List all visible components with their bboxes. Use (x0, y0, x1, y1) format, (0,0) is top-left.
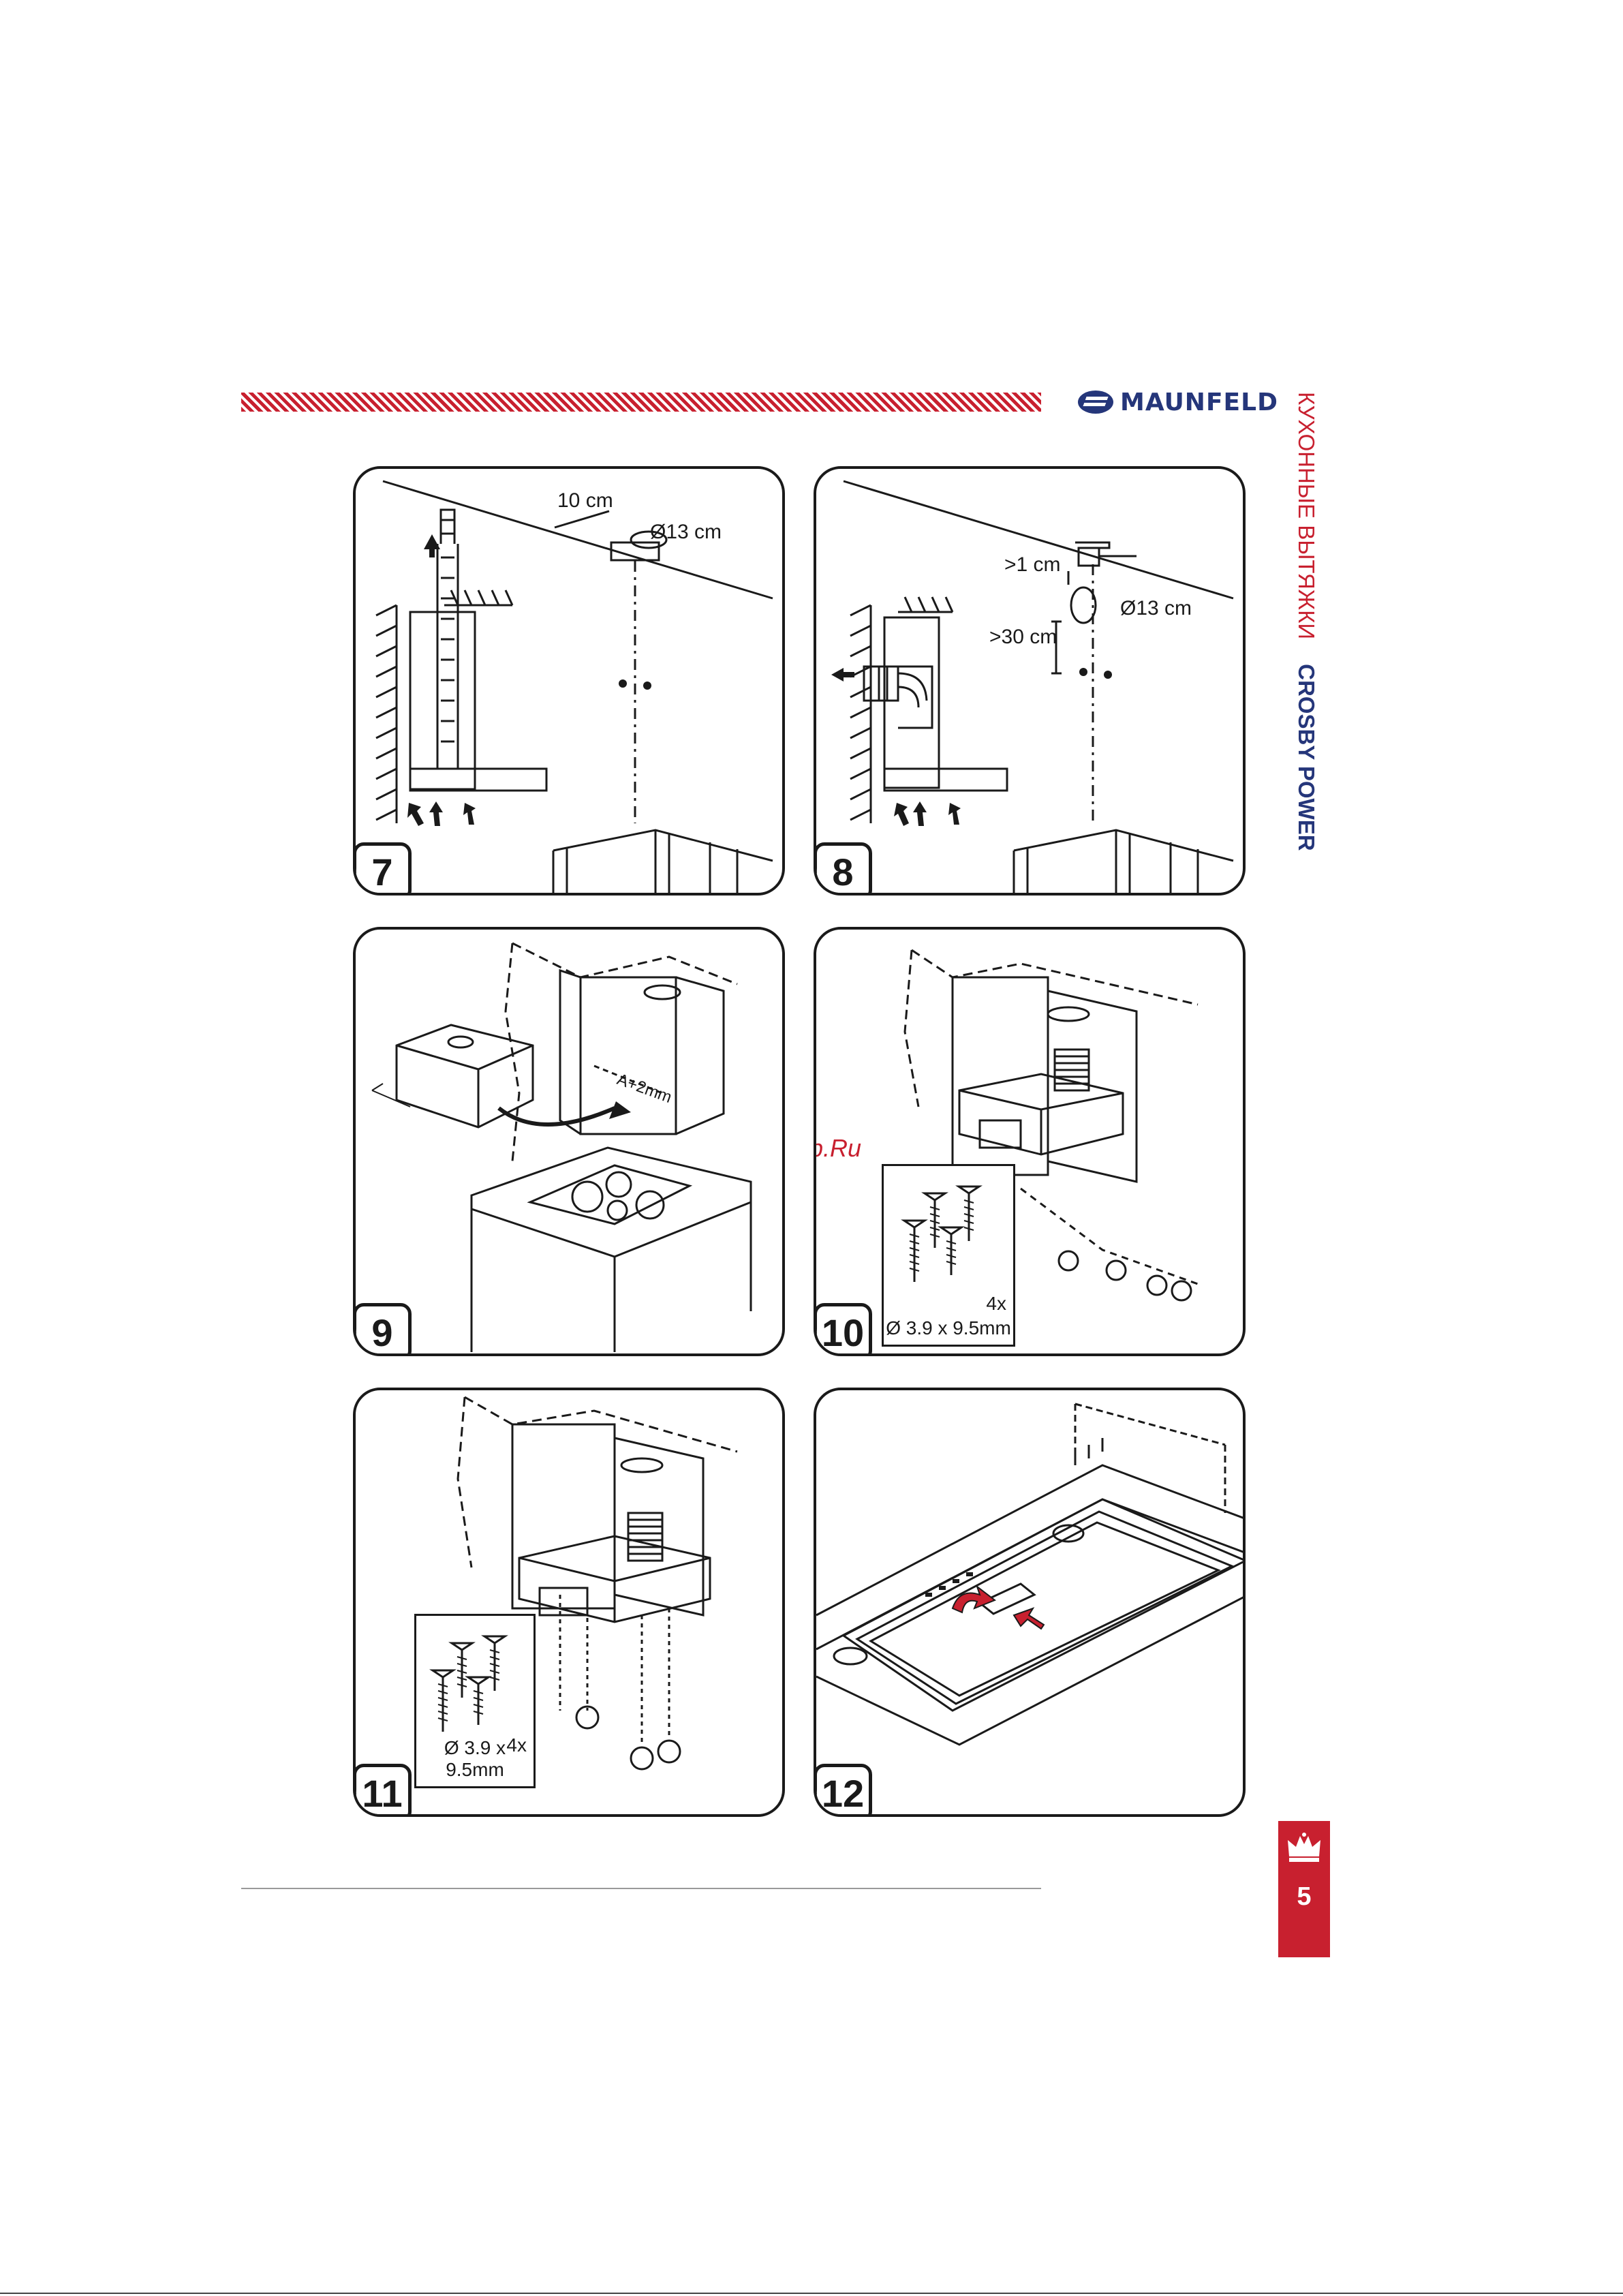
step-number: 12 (814, 1764, 872, 1817)
panel-step-10: McGrp.Ru 4x Ø 3.9 x 9.5mm 10 (814, 927, 1246, 1356)
category-label: КУХОННЫЕ ВЫТЯЖКИ (1294, 392, 1319, 639)
screw-pack-box: 4x Ø 3.9 x 9.5mm (414, 1614, 536, 1788)
step-number: 11 (353, 1764, 412, 1817)
label-gap-top: >1 cm (1004, 553, 1061, 576)
illustration-step-8: >1 cm Ø13 cm >30 cm (816, 469, 1246, 896)
step-number: 8 (814, 842, 872, 896)
screw-pack-box: 4x Ø 3.9 x 9.5mm (882, 1164, 1015, 1347)
header-hatch-bar (241, 393, 1041, 412)
panel-step-12: 12 (814, 1388, 1246, 1817)
screw-icon (884, 1166, 1013, 1302)
illustration-step-10 (816, 930, 1246, 1356)
crown-icon (1285, 1831, 1323, 1865)
label-distance: 10 cm (557, 489, 613, 512)
panel-step-8: >1 cm Ø13 cm >30 cm 8 (814, 466, 1246, 896)
side-title: КУХОННЫЕ ВЫТЯЖКИCROSBY POWER (1291, 392, 1321, 842)
screw-size: Ø 3.9 x 9.5mm (416, 1737, 534, 1781)
watermark: McGrp.Ru (814, 1134, 861, 1163)
illustration-step-12 (816, 1390, 1246, 1817)
label-diameter: Ø13 cm (650, 521, 722, 543)
label-cutout: A+2mm (615, 1070, 675, 1107)
footer-divider (241, 1888, 1041, 1889)
step-number: 9 (353, 1303, 412, 1356)
screw-quantity: 4x (986, 1293, 1006, 1315)
panel-step-9: A+2mm 9 (353, 927, 785, 1356)
step-number: 10 (814, 1303, 872, 1356)
page-bottom-rule (0, 2293, 1623, 2294)
screw-icon (416, 1616, 534, 1745)
panel-step-7: 10 cm Ø13 cm 7 (353, 466, 785, 896)
page-number: 5 (1297, 1882, 1311, 1912)
model-name: CROSBY POWER (1294, 664, 1319, 851)
page-badge: 5 (1278, 1821, 1330, 1957)
illustration-step-9: A+2mm (356, 930, 785, 1356)
panel-step-11: 4x Ø 3.9 x 9.5mm 11 (353, 1388, 785, 1817)
label-gap-bottom: >30 cm (989, 626, 1057, 648)
step-number: 7 (353, 842, 412, 896)
brand-name: MAUNFELD (1120, 388, 1278, 416)
brand-mark-icon (1078, 391, 1113, 414)
illustration-step-7: 10 cm Ø13 cm (356, 469, 785, 896)
label-diameter: Ø13 cm (1120, 597, 1192, 619)
brand-logo: MAUNFELD (1078, 387, 1278, 417)
screw-size: Ø 3.9 x 9.5mm (884, 1317, 1013, 1339)
